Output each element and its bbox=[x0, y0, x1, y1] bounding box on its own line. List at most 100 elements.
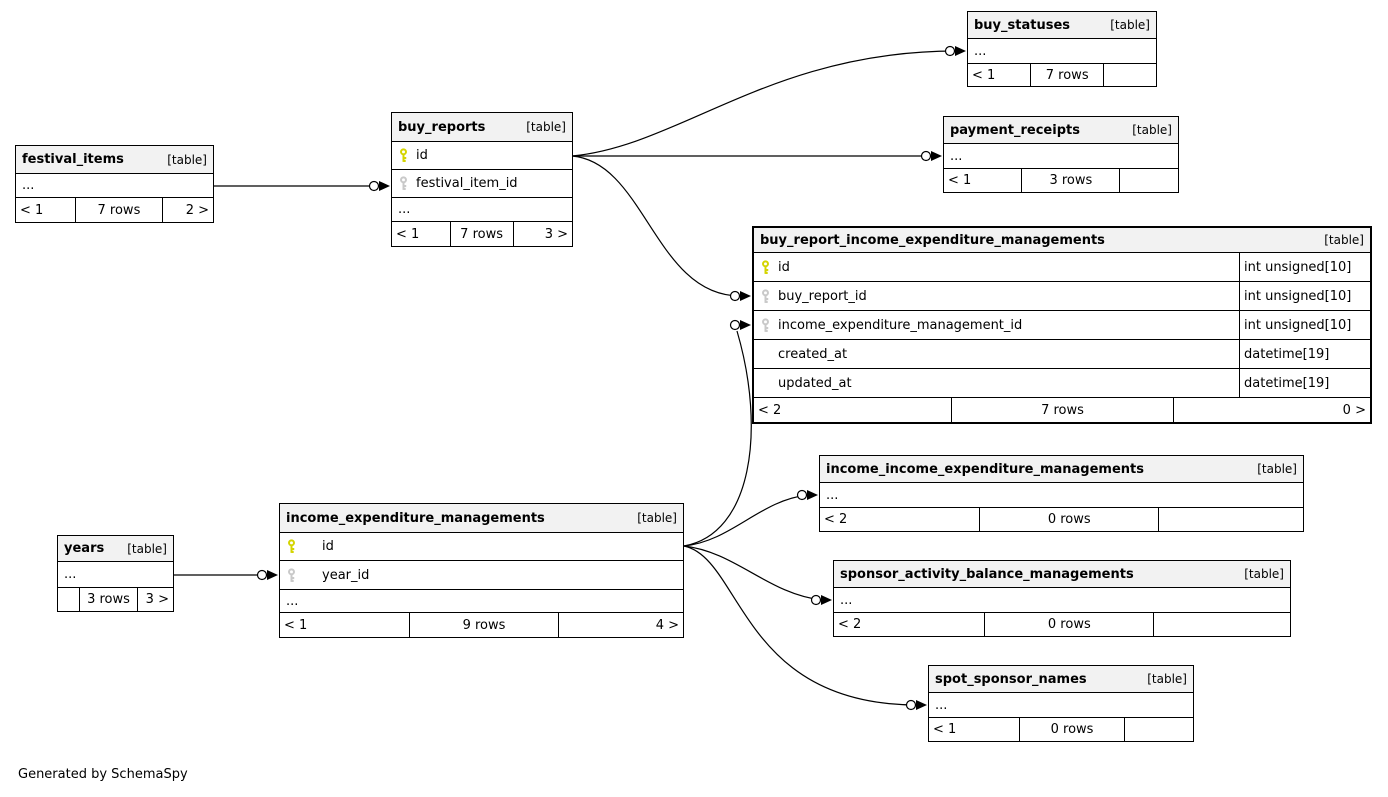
footer-children bbox=[1103, 64, 1156, 86]
table-footer: < 1 0 rows bbox=[929, 718, 1193, 741]
table-header: income_income_expenditure_managements [t… bbox=[820, 456, 1303, 483]
column-label: buy_report_id bbox=[778, 288, 867, 304]
table-income_expenditure_managements[interactable]: income_expenditure_managements [table] i… bbox=[279, 503, 684, 638]
footer-rows: 7 rows bbox=[75, 198, 162, 222]
footer-children[interactable]: 0 > bbox=[1172, 398, 1370, 422]
footer-parents[interactable]: < 1 bbox=[284, 617, 308, 633]
relationship-years-income_expenditure_managements bbox=[173, 569, 278, 581]
table-header: income_expenditure_managements [table] bbox=[280, 504, 683, 533]
table-buy_report_income_expenditure_managements[interactable]: buy_report_income_expenditure_management… bbox=[752, 226, 1372, 424]
column-label: ... bbox=[840, 592, 853, 608]
column-type: int unsigned[10] bbox=[1239, 311, 1370, 339]
table-header: buy_reports [table] bbox=[392, 113, 572, 142]
foreign-key-icon bbox=[762, 317, 769, 332]
table-footer: < 1 7 rows bbox=[968, 64, 1156, 86]
column-label: income_expenditure_management_id bbox=[778, 317, 1023, 333]
footer-children[interactable]: 4 > bbox=[558, 613, 683, 637]
footer-children[interactable]: 2 > bbox=[161, 198, 213, 222]
generated-by-credit: Generated by SchemaSpy bbox=[18, 767, 188, 782]
table-spot_sponsor_names[interactable]: spot_sponsor_names [table] ... < 1 0 row… bbox=[928, 665, 1194, 742]
table-buy_statuses[interactable]: buy_statuses [table] ... < 1 7 rows bbox=[967, 11, 1157, 87]
footer-rows: 0 rows bbox=[979, 508, 1158, 531]
footer-children[interactable]: 3 > bbox=[137, 588, 173, 611]
column-type: int unsigned[10] bbox=[1239, 253, 1370, 281]
primary-key-icon bbox=[288, 539, 295, 554]
column-row: buy_report_id int unsigned[10] bbox=[754, 282, 1370, 311]
column-label: id bbox=[416, 148, 428, 163]
footer-rows: 7 rows bbox=[1030, 64, 1103, 86]
column-row: updated_at datetime[19] bbox=[754, 369, 1370, 398]
column-label: ... bbox=[64, 567, 77, 582]
table-income_income_expenditure_managements[interactable]: income_income_expenditure_managements [t… bbox=[819, 455, 1304, 532]
table-festival_items[interactable]: festival_items [table] ... < 1 7 rows 2 … bbox=[15, 145, 214, 223]
column-label: ... bbox=[950, 148, 963, 164]
footer-parents[interactable]: < 2 bbox=[838, 617, 862, 632]
table-name: payment_receipts bbox=[950, 122, 1080, 138]
table-tag: [table] bbox=[1244, 567, 1284, 581]
table-years[interactable]: years [table] ... 3 rows 3 > bbox=[57, 535, 174, 612]
column-label: ... bbox=[826, 487, 839, 503]
table-buy_reports[interactable]: buy_reports [table] id festival_item_id … bbox=[391, 112, 573, 247]
table-footer: < 2 0 rows bbox=[820, 508, 1303, 531]
table-name: spot_sponsor_names bbox=[935, 671, 1087, 687]
footer-rows: 3 rows bbox=[1021, 169, 1119, 192]
footer-parents[interactable]: < 1 bbox=[948, 173, 972, 188]
table-payment_receipts[interactable]: payment_receipts [table] ... < 1 3 rows bbox=[943, 116, 1179, 193]
column-row: ... bbox=[820, 483, 1303, 508]
column-row: id int unsigned[10] bbox=[754, 253, 1370, 282]
footer-rows: 0 rows bbox=[1018, 718, 1125, 741]
primary-key-icon bbox=[400, 148, 407, 163]
column-label: ... bbox=[974, 43, 987, 59]
footer-parents[interactable]: < 2 bbox=[824, 512, 848, 527]
relationship-income_expenditure_managements-sponsor_activity_balance_managements bbox=[683, 545, 832, 606]
column-type: int unsigned[10] bbox=[1239, 282, 1370, 310]
table-tag: [table] bbox=[1324, 233, 1364, 247]
column-label: id bbox=[322, 539, 334, 554]
table-header: payment_receipts [table] bbox=[944, 117, 1178, 144]
column-row: ... bbox=[280, 590, 683, 613]
table-name: buy_report_income_expenditure_management… bbox=[760, 232, 1105, 248]
relationship-income_expenditure_managements-spot_sponsor_names bbox=[683, 545, 927, 711]
column-label: ... bbox=[398, 202, 411, 217]
column-label: ... bbox=[286, 593, 299, 609]
table-tag: [table] bbox=[1132, 123, 1172, 137]
footer-parents[interactable]: < 1 bbox=[972, 67, 996, 83]
footer-parents[interactable]: < 1 bbox=[20, 202, 44, 218]
column-row: ... bbox=[929, 693, 1193, 718]
table-name: festival_items bbox=[22, 152, 124, 167]
column-type: datetime[19] bbox=[1239, 369, 1370, 397]
table-footer: 3 rows 3 > bbox=[58, 588, 173, 611]
footer-parents[interactable]: < 1 bbox=[396, 226, 420, 242]
footer-rows: 0 rows bbox=[984, 613, 1153, 636]
table-tag: [table] bbox=[637, 511, 677, 525]
relationship-festival_items-buy_reports bbox=[214, 180, 390, 192]
footer-rows: 9 rows bbox=[408, 613, 558, 637]
primary-key-icon bbox=[762, 259, 769, 274]
table-tag: [table] bbox=[127, 541, 167, 556]
footer-rows: 7 rows bbox=[449, 222, 513, 246]
relationship-income_expenditure_managements-income_income_expenditure_managements bbox=[683, 489, 818, 547]
footer-parents[interactable]: < 2 bbox=[758, 402, 782, 418]
table-header: sponsor_activity_balance_managements [ta… bbox=[834, 561, 1290, 588]
table-footer: < 1 7 rows 3 > bbox=[392, 222, 572, 246]
table-tag: [table] bbox=[1257, 462, 1297, 476]
column-row: income_expenditure_management_id int uns… bbox=[754, 311, 1370, 340]
column-row: id bbox=[280, 533, 683, 561]
relationship-income_expenditure_managements-buy_report_income_expenditure_managements bbox=[683, 319, 752, 547]
column-label: id bbox=[778, 259, 790, 275]
footer-children[interactable]: 3 > bbox=[512, 222, 572, 246]
foreign-key-icon bbox=[400, 176, 407, 191]
column-label: ... bbox=[935, 697, 948, 713]
footer-children bbox=[1158, 508, 1303, 531]
footer-children bbox=[1153, 613, 1290, 636]
table-footer: < 1 3 rows bbox=[944, 169, 1178, 192]
relationship-buy_reports-buy_report_income_expenditure_managements bbox=[571, 155, 751, 302]
footer-parents[interactable]: < 1 bbox=[933, 722, 957, 737]
footer-children bbox=[1124, 718, 1193, 741]
column-row: ... bbox=[392, 198, 572, 222]
table-footer: < 1 7 rows 2 > bbox=[16, 198, 213, 222]
table-sponsor_activity_balance_managements[interactable]: sponsor_activity_balance_managements [ta… bbox=[833, 560, 1291, 637]
table-name: buy_reports bbox=[398, 119, 486, 135]
table-header: years [table] bbox=[58, 536, 173, 562]
